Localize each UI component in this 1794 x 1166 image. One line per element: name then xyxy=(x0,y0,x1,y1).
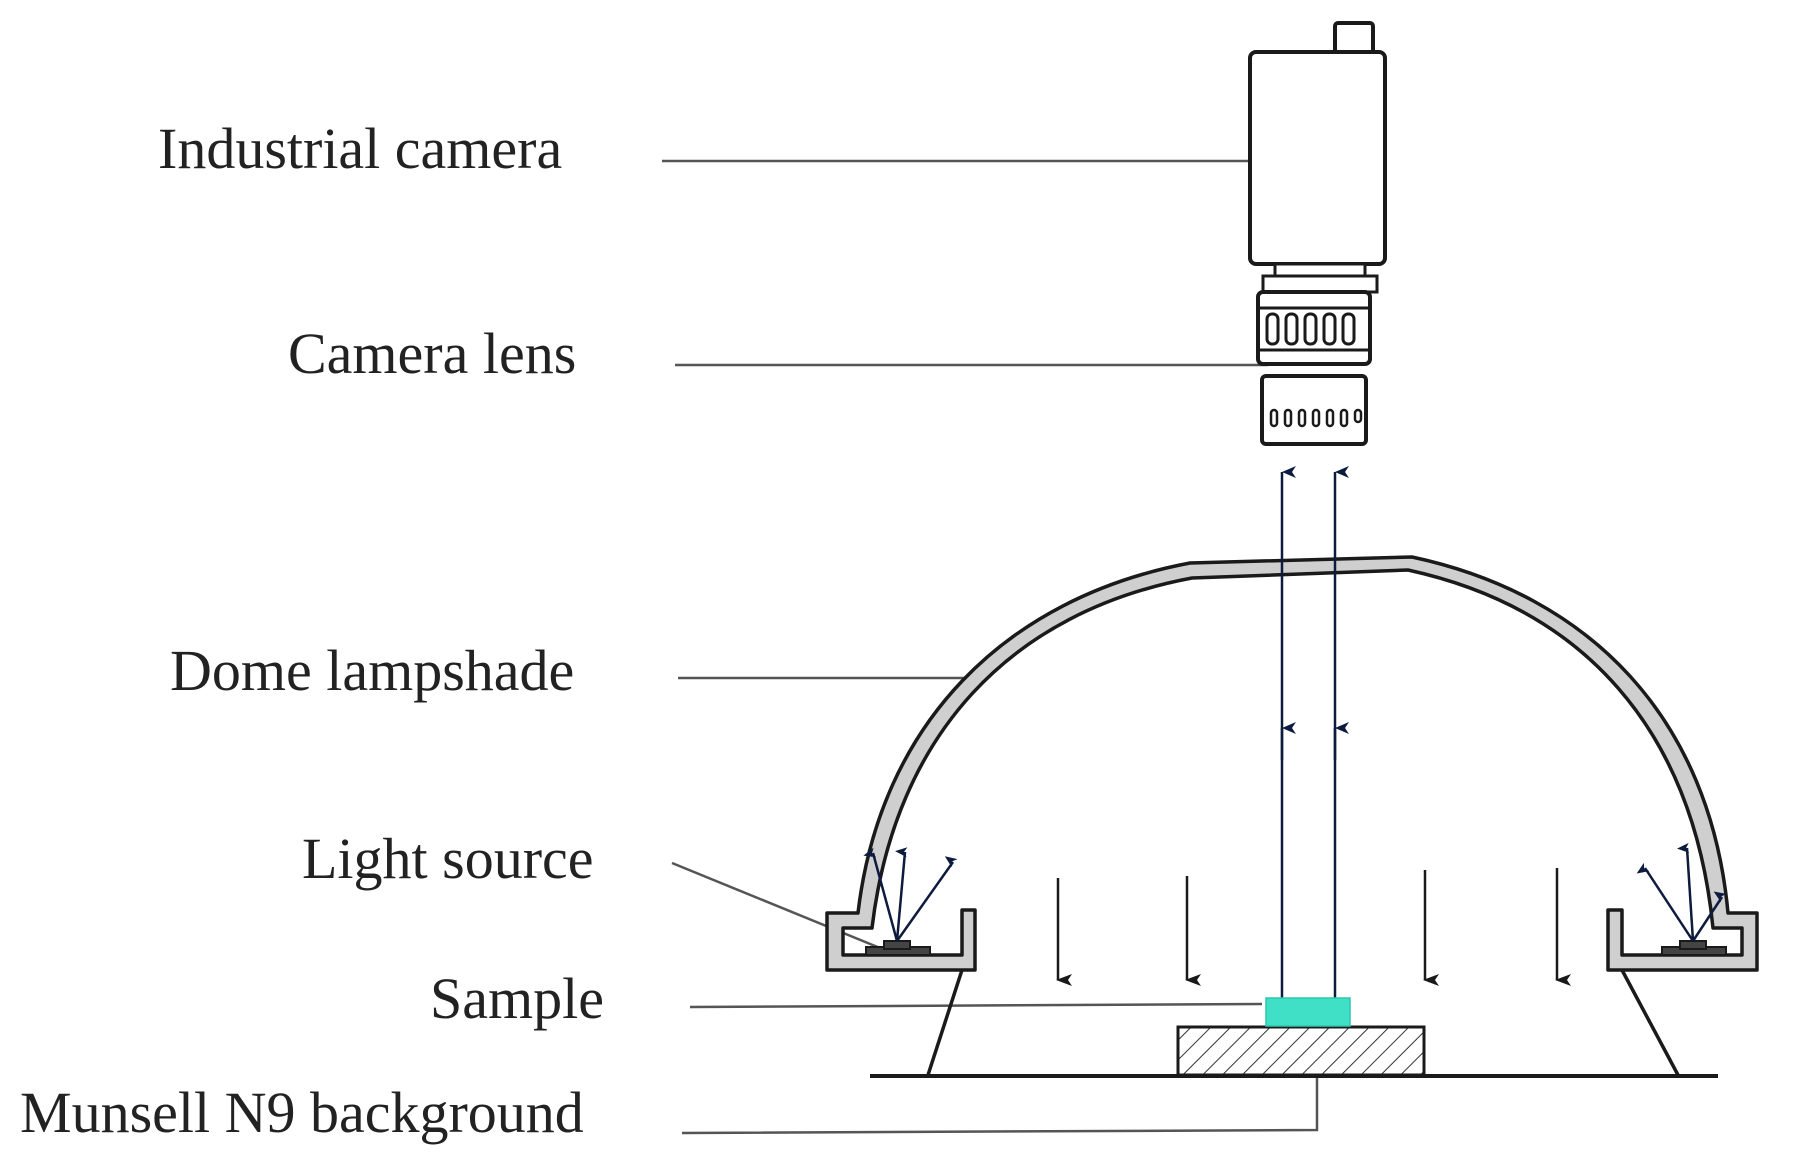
illumination-arrows xyxy=(1056,868,1571,986)
label-dome-lampshade: Dome lampshade xyxy=(170,638,574,703)
label-munsell-background: Munsell N9 background xyxy=(20,1080,584,1145)
label-industrial-camera: Industrial camera xyxy=(158,116,562,181)
leader-lines xyxy=(662,159,1319,1135)
dome-lampshade xyxy=(825,555,1759,972)
reflected-light-rays xyxy=(1280,466,1349,998)
munsell-n9-background xyxy=(1176,1025,1426,1077)
label-sample: Sample xyxy=(430,966,604,1031)
dome-shell xyxy=(825,555,1759,972)
leader-sample xyxy=(689,1002,1263,1009)
industrial-camera xyxy=(1248,21,1387,294)
light-source-right xyxy=(1636,842,1727,956)
leader-light-source xyxy=(671,861,881,950)
camera-body xyxy=(1248,50,1387,266)
camera-connector xyxy=(1333,21,1375,55)
sample xyxy=(1265,997,1351,1027)
camera-lens xyxy=(1256,290,1372,446)
label-light-source: Light source xyxy=(302,826,594,891)
leader-background xyxy=(681,1077,1319,1135)
label-camera-lens: Camera lens xyxy=(288,321,576,386)
light-source-left xyxy=(863,847,958,956)
